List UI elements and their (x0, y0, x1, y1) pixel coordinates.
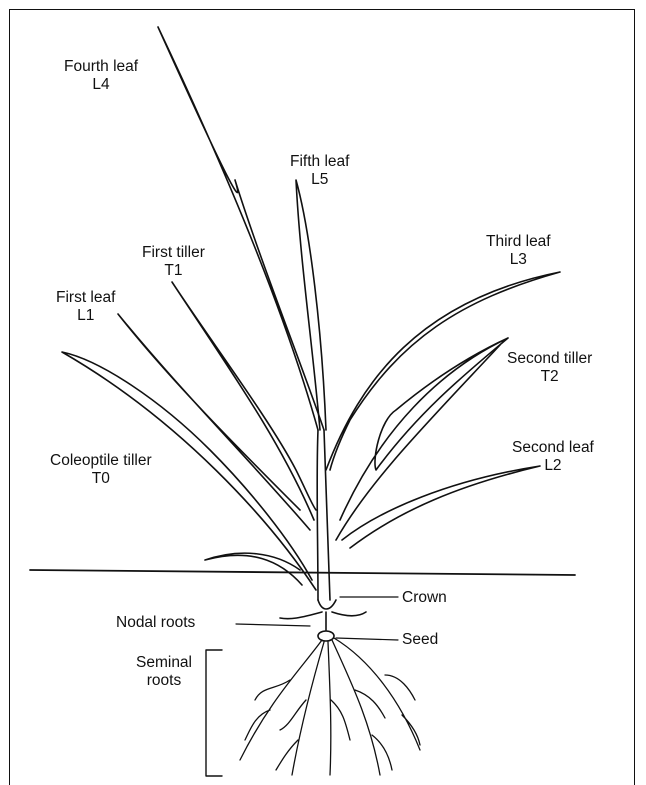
crown-node (318, 600, 336, 609)
second-leaf-blade (342, 466, 540, 548)
label-second-leaf: Second leaf L2 (512, 439, 594, 475)
label-seminal-roots: Seminal roots (136, 654, 192, 690)
label-coleoptile-tiller: Coleoptile tiller T0 (50, 452, 152, 488)
main-stem (317, 430, 330, 600)
label-first-leaf: First leaf L1 (56, 289, 115, 325)
seminal-roots (240, 638, 420, 775)
label-seed: Seed (402, 631, 438, 649)
label-crown: Crown (402, 589, 447, 607)
seminal-roots-bracket (206, 650, 222, 776)
label-fourth-leaf: Fourth leaf L4 (64, 58, 138, 94)
second-tiller-sheath (336, 345, 500, 540)
label-second-tiller: Second tiller T2 (507, 350, 592, 386)
label-nodal-roots: Nodal roots (116, 614, 195, 632)
leader-lines (236, 597, 398, 640)
label-first-tiller: First tiller T1 (142, 244, 205, 280)
label-third-leaf: Third leaf L3 (486, 233, 551, 269)
lower-leaf-blade (205, 553, 302, 585)
second-tiller-blade (340, 338, 508, 520)
label-fifth-leaf: Fifth leaf L5 (290, 153, 349, 189)
nodal-roots (280, 612, 366, 630)
